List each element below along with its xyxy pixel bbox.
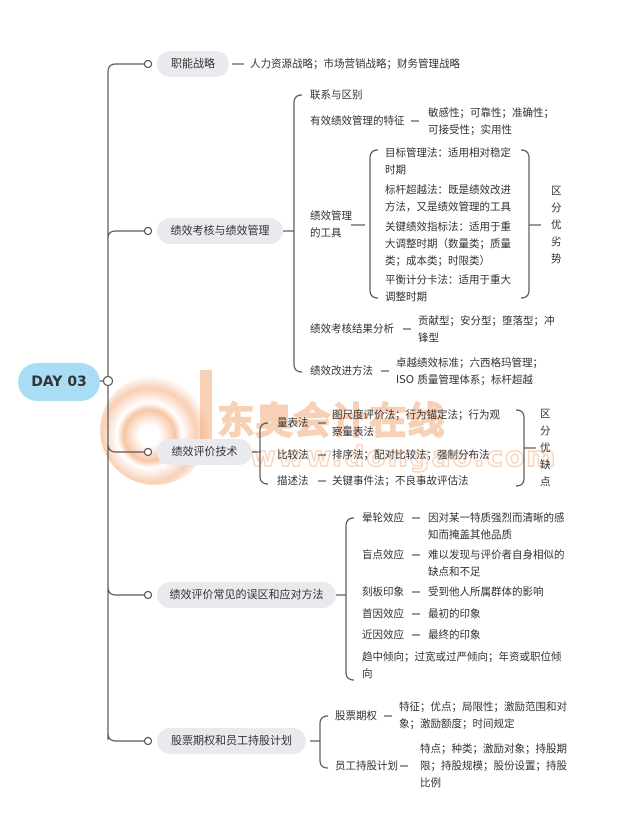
halo-effect-detail: 因对某一特质强烈而清晰的感知而掩盖其他品质 [428, 512, 565, 541]
comparison-method-detail: 排序法；配对比较法；强制分布法 [332, 449, 490, 461]
esop-detail: 特点；种类；激励对象；持股期限；持股规模；股份设置；持股比例 [420, 743, 567, 789]
stock-options-detail: 特征；优点；局限性；激励范围和对象；激励额度；时间规定 [399, 701, 567, 730]
result-analysis-detail: 贡献型；安分型；堕落型；冲锋型 [418, 315, 555, 344]
node-result-analysis: 绩效考核结果分析 [310, 323, 394, 335]
node-improvement-methods: 绩效改进方法 [310, 365, 373, 377]
node-management-tools: 绩效管理的工具 [310, 210, 352, 239]
node-stock-options: 股票期权 [335, 710, 377, 722]
branch-evaluation-pitfalls[interactable]: 绩效评价常见的误区和应对方法 [157, 582, 336, 608]
root-node[interactable]: DAY 03 [18, 363, 100, 401]
effective-features-detail: 敏感性；可靠性；准确性；可接受性；实用性 [428, 107, 554, 136]
watermark-logo-stem [200, 370, 212, 445]
node-stereotype: 刻板印象 [362, 586, 404, 598]
node-scale-method: 量表法 [277, 417, 309, 429]
scale-method-detail: 图尺度评价法；行为锚定法；行为观察量表法 [332, 409, 500, 438]
root-label: DAY 03 [31, 374, 87, 390]
branch-stock-options-esop[interactable]: 股票期权和员工持股计划 [157, 728, 306, 754]
branch-evaluation-techniques[interactable]: 绩效评价技术 [157, 439, 252, 465]
watermark-cn: 东奥会计在线 [217, 400, 447, 443]
techniques-summary: 区分优缺点 [540, 408, 551, 488]
node-central-tendency: 趋中倾向；过宽或过严倾向；年资或职位倾向 [362, 651, 562, 680]
watermark-url: www.dongao.com [249, 439, 558, 474]
tool-bsc: 平衡计分卡法：适用于重大调整时期 [385, 274, 511, 303]
node-blind-spot: 盲点效应 [362, 549, 404, 561]
node-esop: 员工持股计划 [335, 760, 398, 772]
node-primacy-effect: 首因效应 [362, 608, 404, 620]
branch-performance-appraisal[interactable]: 绩效考核与绩效管理 [157, 218, 283, 244]
recency-effect-detail: 最终的印象 [428, 629, 481, 641]
primacy-effect-detail: 最初的印象 [428, 608, 481, 620]
descriptive-method-detail: 关键事件法；不良事故评估法 [332, 475, 469, 487]
stereotype-detail: 受到他人所属群体的影响 [428, 586, 544, 598]
tools-summary: 区分优劣势 [551, 185, 562, 265]
tool-mbo: 目标管理法：适用相对稳定时期 [385, 147, 511, 176]
node-descriptive-method: 描述法 [277, 475, 309, 487]
functional-strategy-detail: 人力资源战略；市场营销战略；财务管理战略 [250, 58, 460, 70]
watermark: 东奥会计在线 www.dongao.com [100, 370, 556, 500]
node-relation-difference: 联系与区别 [310, 89, 363, 101]
tool-benchmarking: 标杆超越法：既是绩效改进方法，又是绩效管理的工具 [385, 184, 511, 213]
node-recency-effect: 近因效应 [362, 629, 404, 641]
tool-kpi: 关键绩效指标法：适用于重大调整时期（数量类；质量类；成本类；时限类） [385, 221, 511, 267]
node-comparison-method: 比较法 [277, 449, 309, 461]
node-halo-effect: 晕轮效应 [362, 512, 404, 524]
blind-spot-detail: 难以发现与评价者自身相似的缺点和不足 [428, 549, 565, 578]
watermark-logo-icon [100, 375, 210, 485]
improvement-methods-detail: 卓越绩效标准；六西格玛管理；ISO 质量管理体系；标杆超越 [396, 357, 543, 386]
branch-functional-strategy[interactable]: 职能战略 [157, 51, 229, 77]
node-effective-features: 有效绩效管理的特征 [310, 115, 405, 127]
